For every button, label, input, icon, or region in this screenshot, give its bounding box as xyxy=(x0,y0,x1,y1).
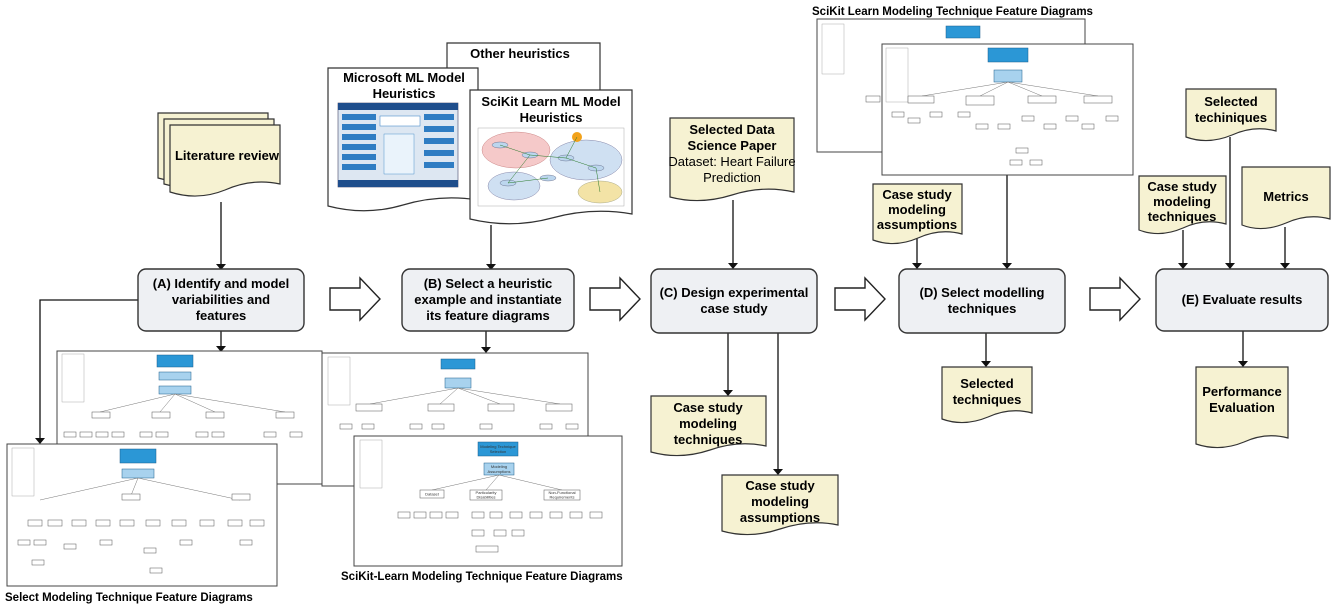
svg-text:modeling: modeling xyxy=(888,202,946,217)
svg-text:Case study: Case study xyxy=(745,478,815,493)
svg-text:Evaluation: Evaluation xyxy=(1209,400,1275,415)
step-b: (B) Select a heuristic example and insta… xyxy=(401,268,575,332)
flow-arrows xyxy=(329,276,1141,322)
e-in-techniques-doc: Case study modeling techniques xyxy=(1138,175,1227,235)
e-out-performance-doc: Performance Evaluation xyxy=(1195,366,1289,449)
step-e-line1: (E) Evaluate results xyxy=(1182,292,1303,307)
svg-text:modeling: modeling xyxy=(679,416,737,431)
flow-arrow-c-d xyxy=(834,276,886,322)
step-b-line3: its feature diagrams xyxy=(426,308,550,323)
ms-heuristics-line2: Heuristics xyxy=(373,86,436,101)
svg-text:Case study: Case study xyxy=(882,187,952,202)
other-heuristics-label: Other heuristics xyxy=(470,46,570,61)
svg-text:Performance: Performance xyxy=(1202,384,1281,399)
c-out-techniques-doc: Case study modeling techniques xyxy=(650,395,767,457)
b-feature-diagram-front: Modeling Technique Selection Modeling As… xyxy=(353,435,623,567)
svg-text:techniques: techniques xyxy=(953,392,1022,407)
svg-text:Metrics: Metrics xyxy=(1263,189,1309,204)
step-a-line1: (A) Identify and model xyxy=(153,276,290,291)
d-in-assumptions-doc: Case study modeling assumptions xyxy=(872,183,963,245)
a-feature-diagram-front xyxy=(6,443,278,587)
literature-review-doc: Literature review xyxy=(157,112,281,197)
connectors xyxy=(35,137,1290,475)
svg-text:Case study: Case study xyxy=(1147,179,1217,194)
step-a: (A) Identify and model variabilities and… xyxy=(137,268,305,332)
step-a-line3: features xyxy=(196,308,247,323)
svg-text:modeling: modeling xyxy=(1153,194,1211,209)
step-c: (C) Design experimental case study xyxy=(650,268,818,334)
svg-text:Particularity: Particularity xyxy=(476,490,497,495)
d-feature-diagram-front xyxy=(881,43,1134,176)
svg-text:Selected: Selected xyxy=(960,376,1014,391)
svg-text:Non-Functional: Non-Functional xyxy=(548,490,575,495)
svg-text:Dataset: Dataset xyxy=(425,492,440,497)
svg-text:Disabilities: Disabilities xyxy=(476,495,495,500)
paper-line3: Dataset: Heart Failure xyxy=(668,154,795,169)
svg-text:Modeling Technique: Modeling Technique xyxy=(480,444,516,449)
svg-text:Assumptions: Assumptions xyxy=(488,469,511,474)
sk-heuristics-thumbnail xyxy=(477,127,625,207)
c-out-assumptions-doc: Case study modeling assumptions xyxy=(721,474,839,536)
step-c-line1: (C) Design experimental xyxy=(660,285,809,300)
paper-line2: Science Paper xyxy=(688,138,777,153)
step-e: (E) Evaluate results xyxy=(1155,268,1329,332)
step-d-line1: (D) Select modelling xyxy=(920,285,1045,300)
svg-text:assumptions: assumptions xyxy=(740,510,820,525)
e-in-metrics-doc: Metrics xyxy=(1241,166,1331,230)
svg-text:modeling: modeling xyxy=(751,494,809,509)
ms-heuristics-thumbnail xyxy=(337,102,459,188)
step-c-line2: case study xyxy=(700,301,768,316)
e-in-selected-doc: Selected techiniques xyxy=(1185,88,1277,142)
svg-text:techniques: techniques xyxy=(674,432,743,447)
sk-heuristics-line2: Heuristics xyxy=(520,110,583,125)
svg-text:Case study: Case study xyxy=(673,400,743,415)
caption-a: Select Modeling Technique Feature Diagra… xyxy=(5,592,253,604)
step-a-line2: variabilities and xyxy=(172,292,270,307)
step-d: (D) Select modelling techniques xyxy=(898,268,1066,334)
flow-arrow-b-c xyxy=(589,276,641,322)
literature-label: Literature review xyxy=(175,148,280,163)
d-out-selected-doc: Selected techniques xyxy=(941,366,1033,424)
svg-text:techniques: techniques xyxy=(1148,209,1217,224)
svg-text:Modeling: Modeling xyxy=(491,464,507,469)
svg-text:Selection: Selection xyxy=(490,449,506,454)
svg-text:assumptions: assumptions xyxy=(877,217,957,232)
caption-b: SciKit-Learn Modeling Technique Feature … xyxy=(341,571,623,583)
step-d-line2: techniques xyxy=(948,301,1017,316)
svg-text:Requirements: Requirements xyxy=(550,495,575,500)
flow-arrow-a-b xyxy=(329,276,381,322)
caption-d: SciKit Learn Modeling Technique Feature … xyxy=(812,6,1093,18)
svg-text:techiniques: techiniques xyxy=(1195,110,1267,125)
paper-line1: Selected Data xyxy=(689,122,775,137)
svg-text:Selected: Selected xyxy=(1204,94,1258,109)
paper-line4: Prediction xyxy=(703,170,761,185)
ms-heuristics-line1: Microsoft ML Model xyxy=(343,70,465,85)
sk-heuristics-line1: SciKit Learn ML Model xyxy=(481,94,620,109)
step-b-line1: (B) Select a heuristic xyxy=(424,276,553,291)
heuristics-docs: Other heuristics Microsoft ML Model Heur… xyxy=(327,42,633,225)
selected-paper-doc: Selected Data Science Paper Dataset: Hea… xyxy=(668,117,796,202)
flow-arrow-d-e xyxy=(1089,276,1141,322)
step-b-line2: example and instantiate xyxy=(414,292,561,307)
